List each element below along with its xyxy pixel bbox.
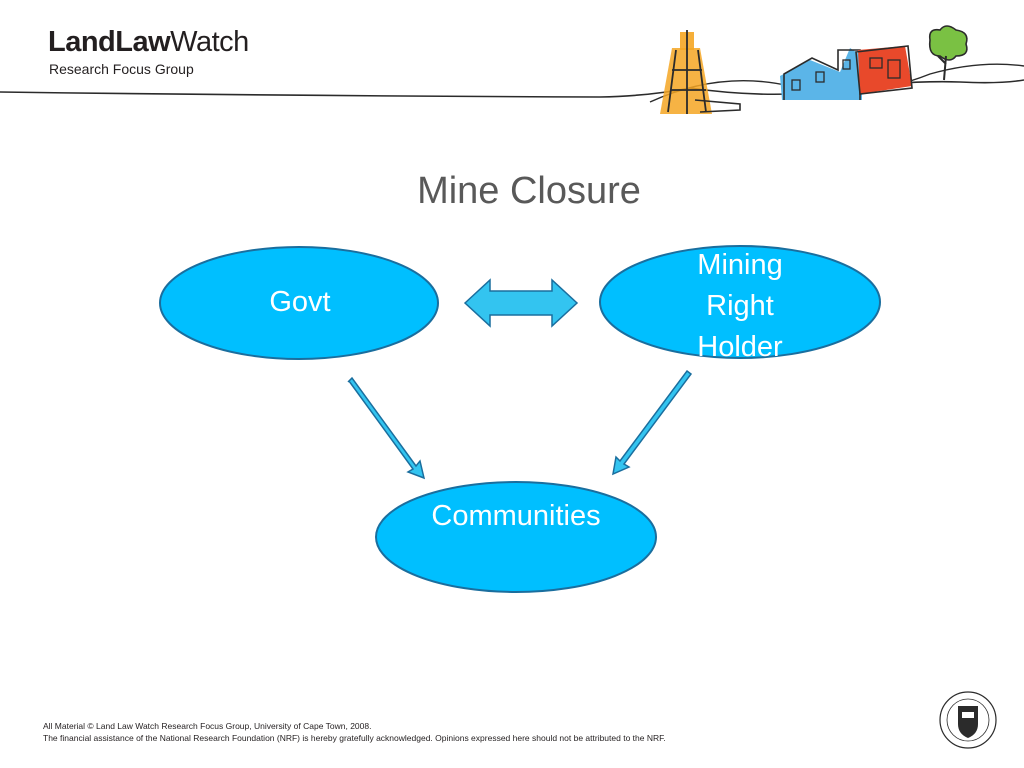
footer-copyright: All Material © Land Law Watch Research F… xyxy=(43,720,666,744)
logo-subtitle: Research Focus Group xyxy=(49,61,194,77)
uct-crest-icon xyxy=(939,691,997,749)
houses-blue-icon xyxy=(780,48,862,100)
tree-icon xyxy=(928,25,968,81)
footer-line-2: The financial assistance of the National… xyxy=(43,733,666,743)
node-govt xyxy=(159,246,439,360)
node-mining-right-holder-label: Mining Right Holder xyxy=(697,249,783,363)
logo-regular-text: Watch xyxy=(170,26,249,58)
node-communities xyxy=(375,481,657,593)
double-arrow-govt-mrh xyxy=(463,278,579,328)
logo-wordmark: LandLawWatch xyxy=(48,26,249,59)
node-communities-label: Communities xyxy=(431,500,601,532)
logo-bold-text: LandLaw xyxy=(48,26,171,58)
node-govt-label: Govt xyxy=(269,286,331,318)
node-mining-right-holder xyxy=(599,245,881,359)
arrow-govt-to-communities xyxy=(347,376,426,480)
arrow-mrh-to-communities xyxy=(612,369,693,476)
mine-headframe-icon xyxy=(660,30,741,114)
page-title: Mine Closure xyxy=(417,170,641,212)
footer-line-1: All Material © Land Law Watch Research F… xyxy=(43,721,372,731)
house-red-icon xyxy=(855,45,913,95)
